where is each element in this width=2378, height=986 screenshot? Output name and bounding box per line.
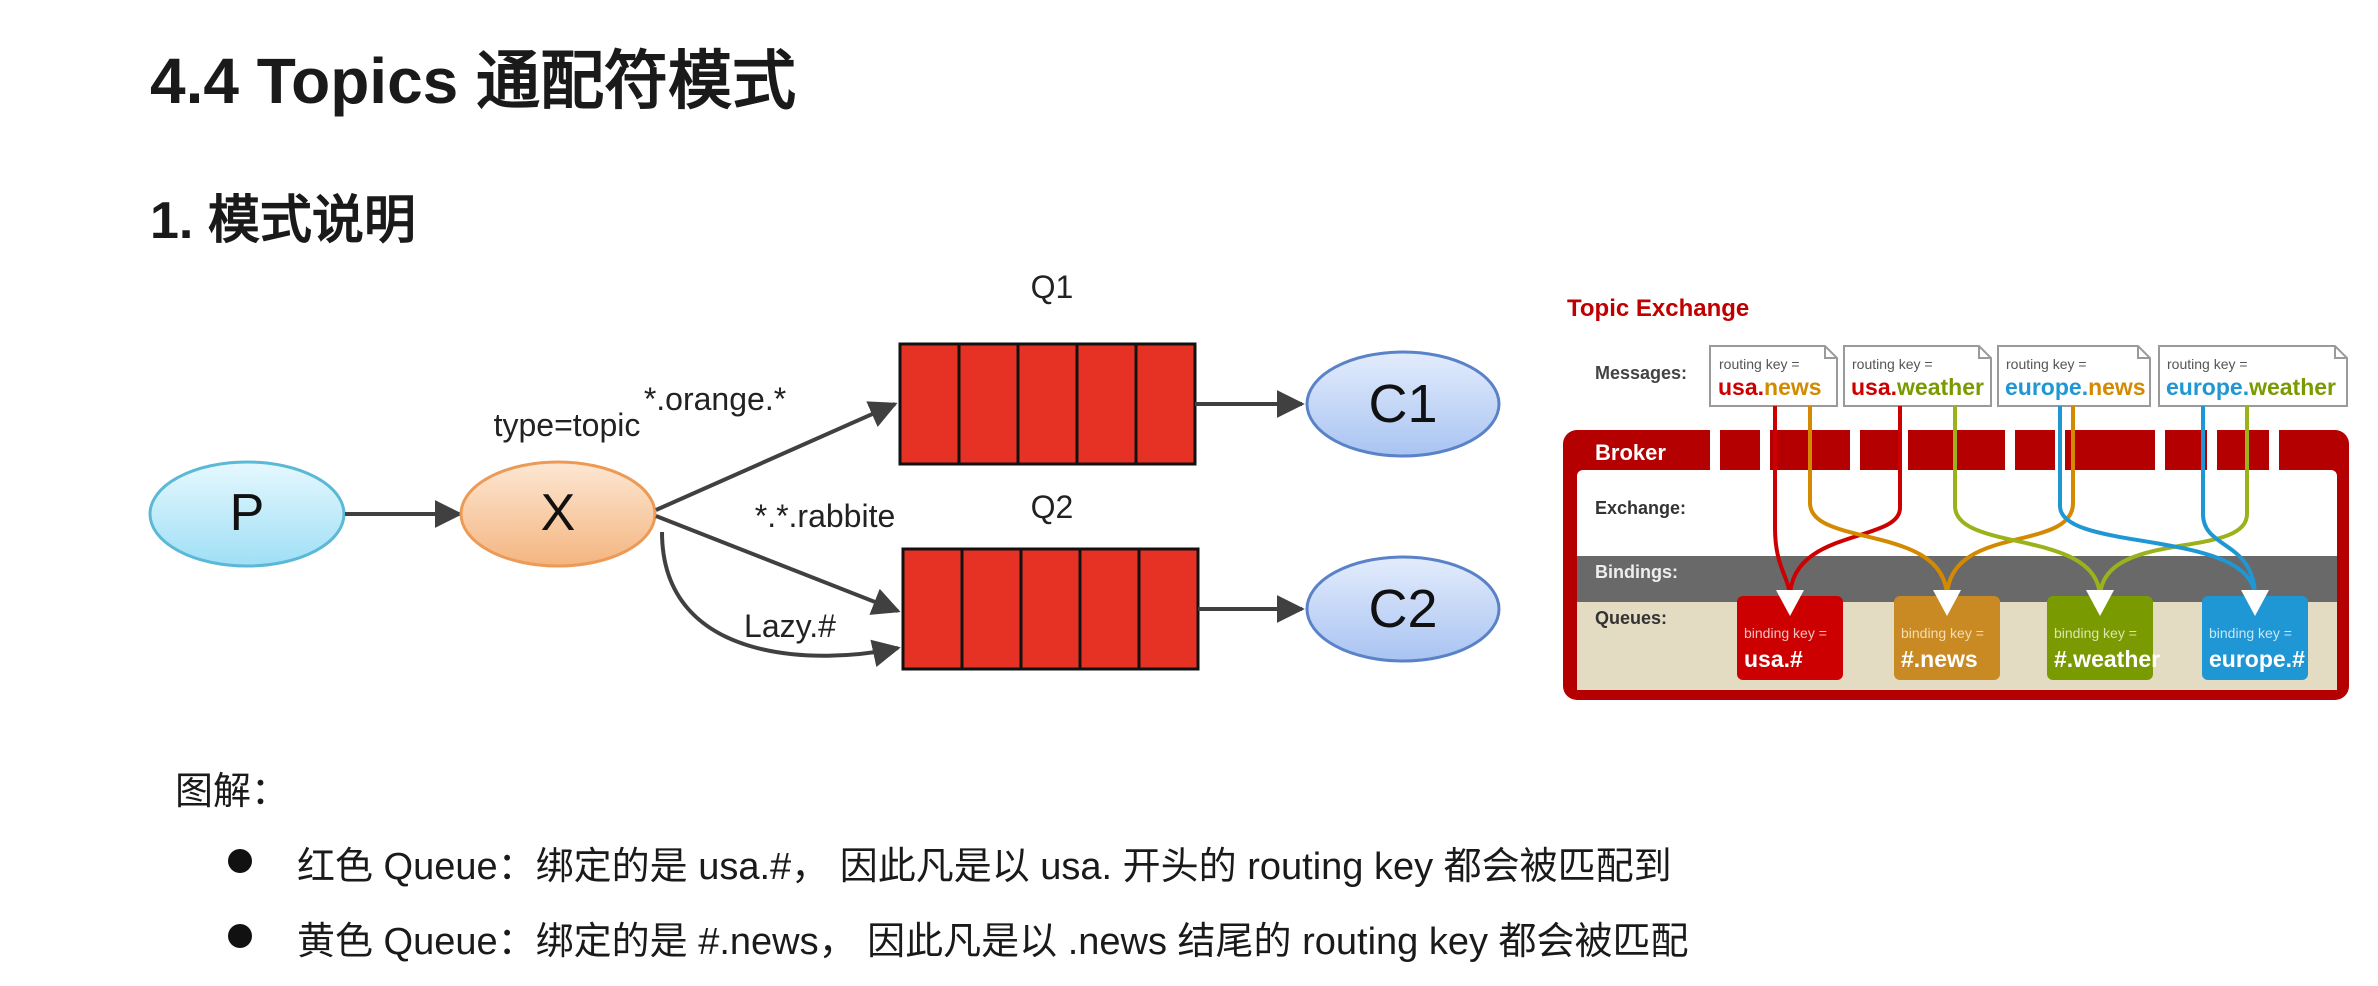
message-part2: news	[2088, 374, 2146, 400]
svg-text:usa.weather: usa.weather	[1851, 374, 1984, 400]
exchange-type-label: type=topic	[494, 407, 641, 443]
message-part1: europe	[2166, 374, 2243, 400]
exchange-label: X	[541, 484, 576, 542]
consumer2-node: C2	[1305, 555, 1501, 663]
queue-box: binding key = usa.#	[1737, 590, 1843, 680]
topic-exchange-title: Topic Exchange	[1567, 295, 1749, 322]
producer-label: P	[230, 484, 265, 542]
svg-text:europe.news: europe.news	[2005, 374, 2146, 400]
binding-label-lazy: Lazy.#	[744, 608, 836, 644]
binding-arrow-lazy	[660, 531, 901, 668]
message-card: routing key = europe.weather	[2158, 345, 2348, 407]
queue-binding-key: usa.#	[1744, 646, 1803, 672]
message-part1: usa	[1851, 374, 1891, 400]
binding-key-prefix: binding key =	[1901, 625, 1984, 641]
queue-box: binding key = #.weather	[2047, 590, 2160, 680]
broker-label: Broker	[1595, 440, 1666, 465]
queue-box: binding key = #.news	[1894, 590, 2000, 680]
consumer1-node: C1	[1305, 350, 1501, 458]
message-card: routing key = usa.weather	[1843, 345, 1992, 407]
bullet-dot	[228, 849, 252, 873]
messages-label: Messages:	[1595, 363, 1687, 383]
section-subtitle: 1. 模式说明	[150, 192, 416, 250]
svg-text:europe.weather: europe.weather	[2166, 374, 2336, 400]
message-part2: news	[1764, 374, 1822, 400]
binding-label-orange: *.orange.*	[644, 381, 786, 417]
queue-binding-key: #.news	[1901, 646, 1978, 672]
binding-key-prefix: binding key =	[2054, 625, 2137, 641]
queues-row-label: Queues:	[1595, 608, 1667, 628]
binding-key-prefix: binding key =	[1744, 625, 1827, 641]
routing-key-prefix: routing key =	[2006, 356, 2087, 372]
notes-section: 图解： 红色 Queue：绑定的是 usa.#， 因此凡是以 usa. 开头的 …	[175, 760, 1689, 985]
bindings-row-label: Bindings:	[1595, 562, 1678, 582]
message-part2: weather	[2248, 374, 2336, 400]
note-text: 黄色 Queue：绑定的是 #.news， 因此凡是以 .news 结尾的 ro…	[297, 921, 1689, 963]
message-card: routing key = usa.news	[1709, 345, 1838, 407]
topic-routing-diagram: P type=topic X *.orange.* *.*.rabbite La…	[148, 269, 1501, 671]
queue-binding-key: #.weather	[2054, 646, 2160, 672]
routing-key-prefix: routing key =	[1852, 356, 1933, 372]
message-card: routing key = europe.news	[1997, 345, 2151, 407]
exchange-node: X	[459, 460, 657, 568]
binding-arrow-orange	[655, 401, 898, 512]
consumer1-label: C1	[1368, 374, 1437, 434]
routing-key-prefix: routing key =	[2167, 356, 2248, 372]
queue2	[901, 547, 1200, 671]
routing-key-prefix: routing key =	[1719, 356, 1800, 372]
svg-text:usa.news: usa.news	[1718, 374, 1822, 400]
message-part2: weather	[1896, 374, 1984, 400]
producer-node: P	[148, 460, 346, 568]
consumer2-label: C2	[1368, 579, 1437, 639]
binding-key-prefix: binding key =	[2209, 625, 2292, 641]
message-part1: usa	[1718, 374, 1758, 400]
page-title: 4.4 Topics 通配符模式	[150, 45, 797, 117]
exchange-row-label: Exchange:	[1595, 498, 1686, 518]
queue1-label: Q1	[1031, 269, 1074, 305]
bullet-dot	[228, 924, 252, 948]
queue-binding-key: europe.#	[2209, 646, 2305, 672]
message-part1: europe	[2005, 374, 2082, 400]
routing-paths	[1773, 406, 2257, 599]
notes-label: 图解：	[175, 771, 290, 813]
queue2-label: Q2	[1031, 489, 1074, 525]
note-bullet: 黄色 Queue：绑定的是 #.news， 因此凡是以 .news 结尾的 ro…	[175, 910, 1689, 965]
binding-arrow-rabbite	[655, 514, 901, 615]
topic-exchange-diagram: Topic Exchange Messages: routing key = u…	[1563, 295, 2349, 700]
note-bullet: 红色 Queue：绑定的是 usa.#， 因此凡是以 usa. 开头的 rout…	[175, 835, 1689, 890]
queue1	[898, 342, 1197, 466]
queue-box: binding key = europe.#	[2202, 590, 2308, 680]
binding-label-rabbite: *.*.rabbite	[755, 498, 896, 534]
note-text: 红色 Queue：绑定的是 usa.#， 因此凡是以 usa. 开头的 rout…	[297, 846, 1672, 888]
